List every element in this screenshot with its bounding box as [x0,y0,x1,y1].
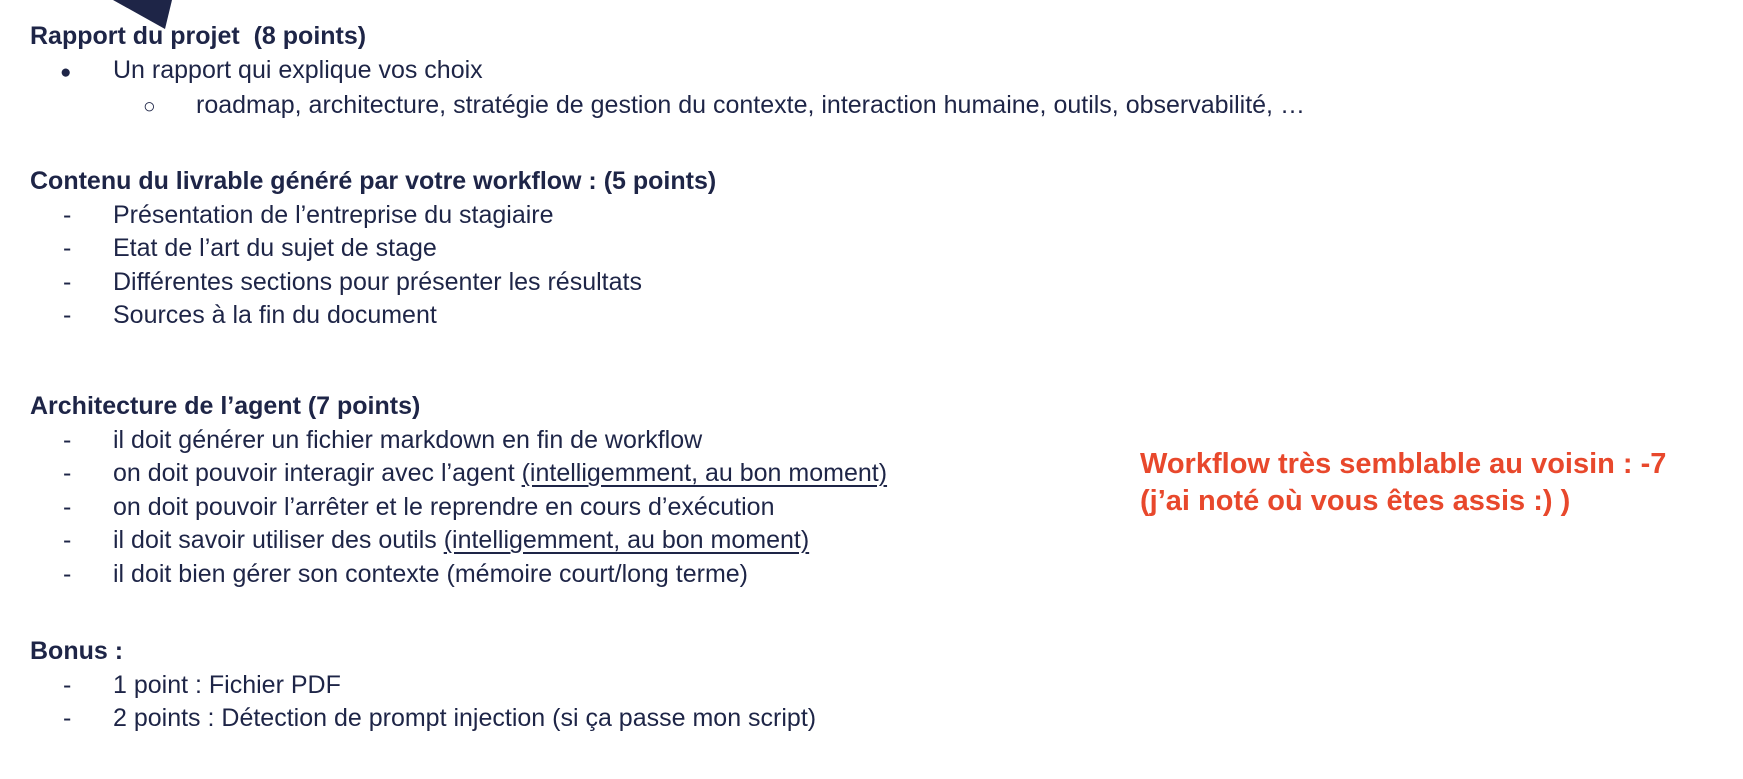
list-item: - il doit bien gérer son contexte (mémoir… [30,558,1723,592]
list-item: - 2 points : Détection de prompt injectio… [30,702,1723,736]
list-item: - 1 point : Fichier PDF [30,669,1723,703]
section-rapport: Rapport du projet (8 points) ● Un rapport… [30,20,1723,124]
list-item-text: on doit pouvoir l’arrêter et le reprendr… [113,492,775,521]
dash-marker: - [63,704,72,732]
list-item-text: roadmap, architecture, stratégie de gest… [196,91,1305,119]
underlined-text: (intelligemment, au bon moment) [443,526,810,554]
underlined-text: (intelligemment, au bon moment) [521,459,888,487]
list-item: - on doit pouvoir interagir avec l’agent … [30,457,1723,491]
list-item-text: on doit pouvoir interagir avec l’agent (… [113,459,888,487]
dash-marker: - [63,301,72,329]
list-item: ○ roadmap, architecture, stratégie de ges… [30,89,1723,124]
section-contenu: Contenu du livrable généré par votre wor… [30,165,1723,333]
dash-marker: - [63,492,72,521]
grader-annotation: Workflow très semblable au voisin : -7 (… [1140,446,1666,520]
dash-marker: - [63,459,72,487]
dash-marker: - [63,559,72,588]
list-item: - Différentes sections pour présenter les… [30,266,1723,300]
section-architecture: Architecture de l’agent (7 points) - il d… [30,390,1723,591]
section-heading: Bonus : [30,637,124,665]
list-item: - on doit pouvoir l’arrêter et le reprend… [30,491,1723,525]
annotation-line: Workflow très semblable au voisin : -7 [1140,448,1667,480]
section-items: - 1 point : Fichier PDF - 2 points : Détect… [30,669,1723,736]
list-item-text: il doit bien gérer son contexte (mémoire… [113,559,749,588]
section-bonus: Bonus : - 1 point : Fichier PDF - 2 points … [30,635,1723,736]
triangle-decoration [113,0,172,29]
dash-marker: - [63,425,72,454]
list-item-text: 2 points : Détection de prompt injection… [113,704,817,732]
list-item-text: Etat de l’art du sujet de stage [113,234,437,262]
section-heading: Rapport du projet (8 points) [30,22,367,50]
list-item: - Etat de l’art du sujet de stage [30,232,1723,266]
dash-marker: - [63,234,72,262]
list-item: - il doit savoir utiliser des outils (int… [30,524,1723,558]
list-item: - Présentation de l’entreprise du stagiai… [30,199,1723,233]
list-item-text: il doit savoir utiliser des outils (inte… [113,526,810,554]
list-item: - il doit générer un fichier markdown en … [30,424,1723,458]
list-item-text: Présentation de l’entreprise du stagiair… [113,200,554,229]
section-items: - il doit générer un fichier markdown en … [30,424,1723,592]
section-heading: Contenu du livrable généré par votre wor… [30,167,717,195]
annotation-line: (j’ai noté où vous êtes assis :) ) [1140,485,1571,517]
list-item-text: Sources à la fin du document [113,301,437,329]
list-item: - Sources à la fin du document [30,299,1723,333]
section-items: ● Un rapport qui explique vos choix ○ roadm… [30,54,1723,124]
list-item-text: Un rapport qui explique vos choix [113,55,483,84]
list-item-text: il doit générer un fichier markdown en f… [113,425,703,454]
dash-marker: - [63,267,72,296]
bullet-disc-marker: ● [60,61,72,83]
list-item-text: 1 point : Fichier PDF [113,670,341,699]
dash-marker: - [63,200,72,229]
list-item: ● Un rapport qui explique vos choix [30,54,1723,90]
dash-marker: - [63,670,72,699]
triangle-shape [113,0,172,29]
section-heading: Architecture de l’agent (7 points) [30,392,421,420]
section-items: - Présentation de l’entreprise du stagiai… [30,199,1723,333]
list-item-text: Différentes sections pour présenter les … [113,267,642,296]
bullet-circle-marker: ○ [143,95,156,118]
dash-marker: - [63,526,72,554]
